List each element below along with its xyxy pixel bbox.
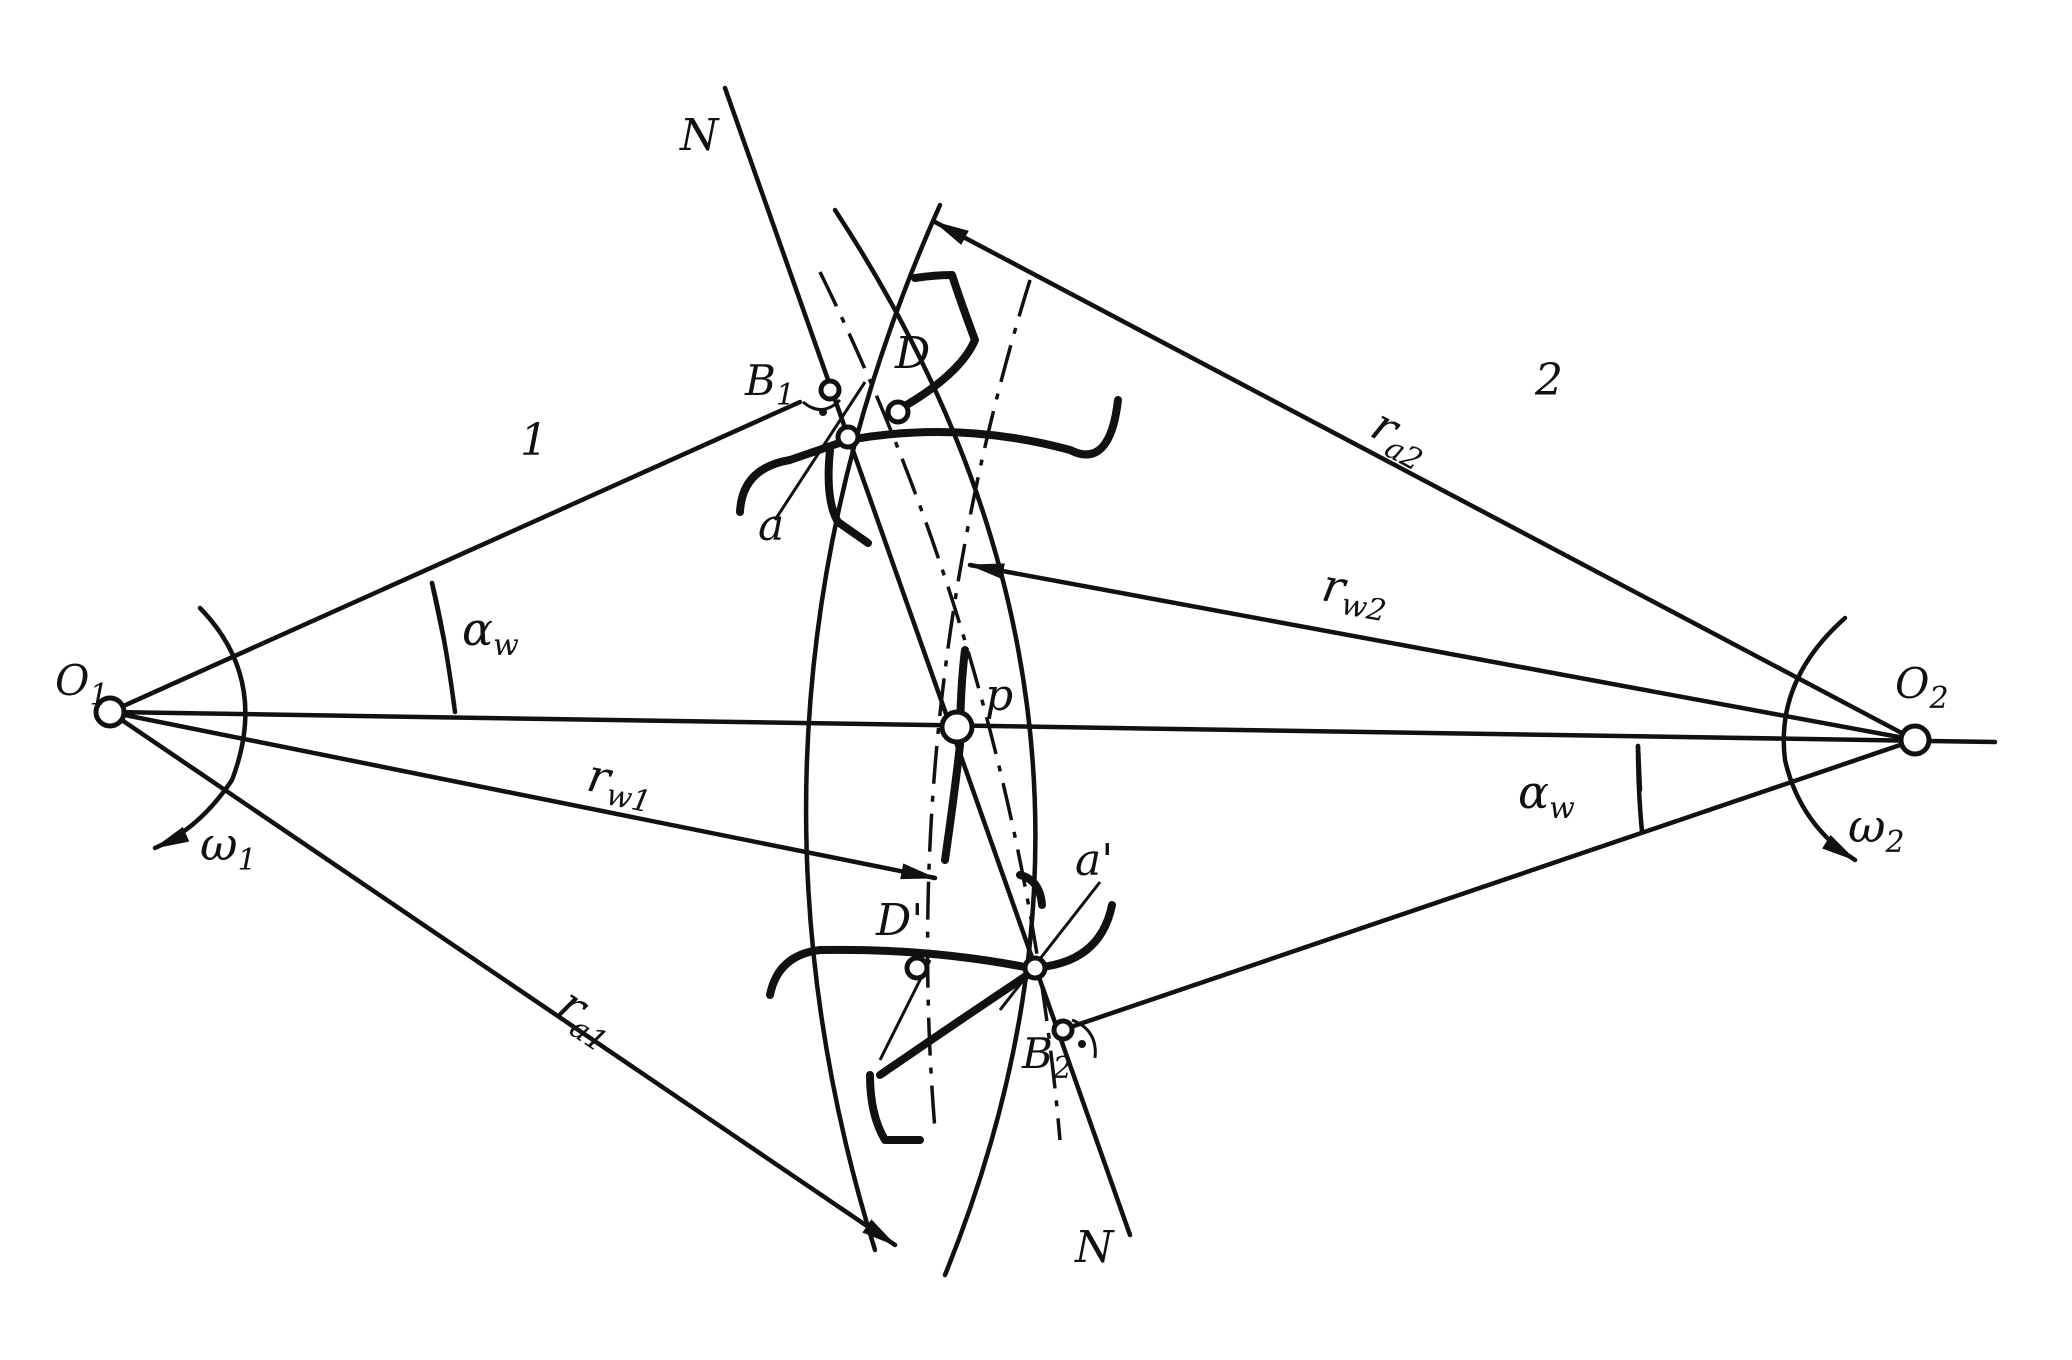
tooth-profile-lower-hook (1016, 871, 1046, 909)
tooth-profile-lower-left (766, 901, 1116, 999)
omega2-arc (1781, 615, 1858, 863)
line-of-action-nn (722, 85, 1133, 1238)
tooth-profile-upper-root (824, 446, 872, 547)
radius-ra1 (107, 709, 898, 1248)
pitch-circle-gear2 (925, 279, 1032, 1131)
label-o2: O2 (1895, 659, 1949, 716)
label-n-top: N (679, 110, 720, 161)
label-rw2: rw2 (1317, 558, 1393, 630)
radius-rw1 (107, 709, 938, 881)
radius-rw2 (967, 562, 1918, 743)
point-b2 (1051, 1018, 1075, 1042)
angle-arc-alpha-w-right-end (1635, 743, 1643, 793)
point-o2 (1898, 723, 1932, 757)
normal-line-a-prime (998, 881, 1102, 1011)
center-line (107, 709, 1998, 745)
point-p (939, 709, 975, 745)
label-a: a (758, 500, 784, 551)
tooth-profile-upper-mid (844, 396, 1122, 459)
radius-ra2 (932, 219, 1918, 743)
label-alpha-w-left: αw (462, 602, 519, 663)
label-o1: O1 (55, 656, 109, 713)
label-d-prime: D' (875, 895, 923, 946)
label-gear2: 2 (1534, 355, 1563, 406)
omega1-arc (152, 605, 248, 851)
tooth-profile-lower-tip (866, 1071, 924, 1144)
point-b1 (818, 378, 842, 402)
normal-line-a (773, 381, 867, 521)
label-gear1: 1 (520, 415, 548, 466)
label-n-bottom: N (1074, 1222, 1115, 1273)
label-omega1: ω1 (200, 817, 257, 878)
tooth-profile-upper-tip (894, 271, 979, 414)
addendum-circle-gear1 (803, 202, 943, 1253)
point-a (835, 424, 861, 450)
angle-arc-alpha-w-left-end (429, 580, 447, 643)
label-a-prime: a' (1075, 835, 1113, 886)
point-d (885, 399, 911, 425)
pitch-circle-gear1 (818, 271, 1062, 1141)
label-omega2: ω2 (1848, 799, 1905, 860)
line-o2-b2 (1059, 737, 1918, 1033)
line-o1-b1 (107, 399, 803, 715)
addendum-circle-gear2 (832, 207, 1038, 1278)
label-alpha-w-right: αw (1518, 765, 1575, 826)
label-ra2: ra2 (1360, 397, 1441, 479)
point-a-prime (1022, 955, 1048, 981)
right-angle-dot-b2 (1078, 1040, 1086, 1048)
tooth-profile-lower-mid (876, 966, 1039, 1079)
right-angle-dot-b1 (819, 408, 827, 416)
label-b2: B2 (1021, 1029, 1072, 1086)
point-o1 (93, 695, 127, 729)
right-angle-mark-b2 (1071, 1018, 1097, 1059)
point-d-prime (904, 955, 930, 981)
label-d: D (894, 328, 930, 379)
tooth-profile-center (941, 646, 969, 864)
label-b1: B1 (744, 356, 795, 413)
label-p: p (985, 670, 1013, 721)
tooth-profile-upper-left (736, 436, 852, 516)
label-ra1: ra1 (545, 976, 628, 1060)
